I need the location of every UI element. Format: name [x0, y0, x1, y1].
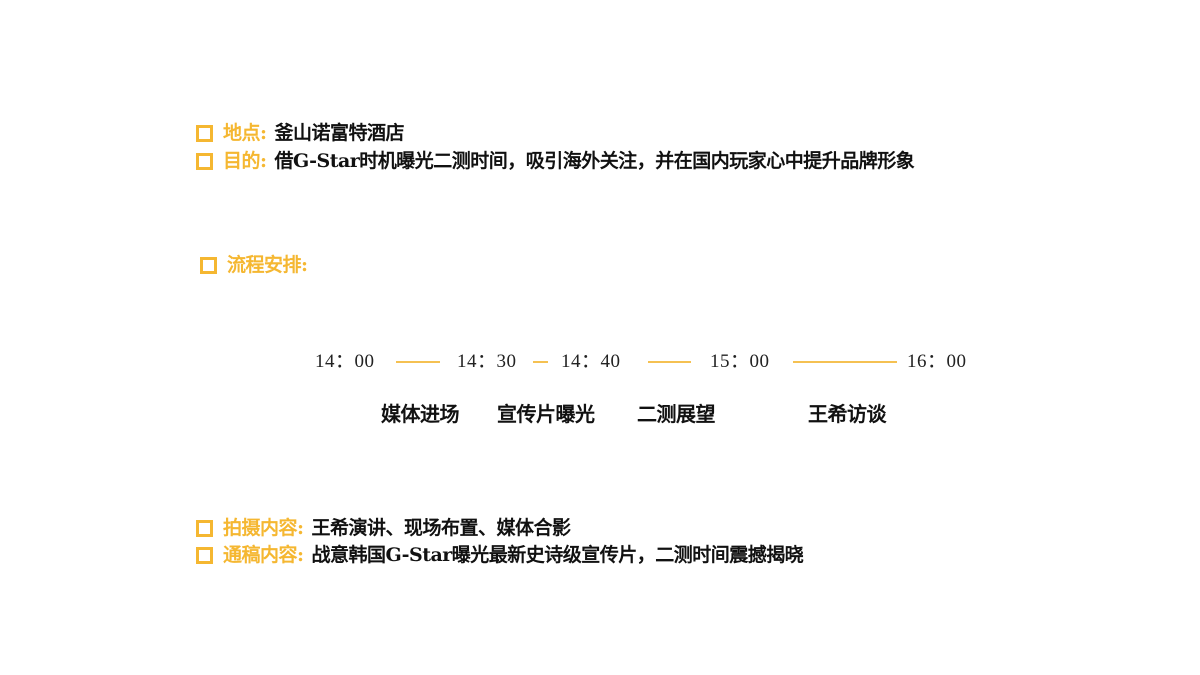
purpose-row: 目的: 借G-Star时机曝光二测时间，吸引海外关注，并在国内玩家心中提升品牌形…	[196, 148, 915, 174]
square-bullet-icon	[196, 124, 213, 142]
shooting-content-label: 拍摄内容:	[223, 517, 304, 539]
schedule-label: 流程安排:	[227, 254, 308, 276]
timeline-connector	[793, 361, 897, 363]
step-trailer-reveal: 宣传片曝光	[497, 402, 595, 426]
shooting-content-row: 拍摄内容: 王希演讲、现场布置、媒体合影	[196, 515, 571, 541]
square-bullet-icon	[196, 519, 213, 537]
location-row: 地点: 釜山诺富特酒店	[196, 120, 405, 146]
purpose-value: 借G-Star时机曝光二测时间，吸引海外关注，并在国内玩家心中提升品牌形象	[274, 150, 915, 172]
press-content-row: 通稿内容: 战意韩国G-Star曝光最新史诗级宣传片，二测时间震撼揭晓	[196, 542, 804, 568]
time-1430: 14：30	[457, 351, 517, 372]
schedule-heading: 流程安排:	[200, 252, 316, 278]
square-bullet-icon	[200, 256, 217, 274]
timeline-connector	[533, 361, 548, 363]
time-1600: 16：00	[907, 351, 967, 372]
shooting-content-value: 王希演讲、现场布置、媒体合影	[311, 517, 572, 539]
step-interview: 王希访谈	[808, 402, 887, 426]
press-content-value: 战意韩国G-Star曝光最新史诗级宣传片，二测时间震撼揭晓	[311, 544, 804, 566]
time-1440: 14：40	[561, 351, 621, 372]
purpose-label: 目的:	[223, 150, 267, 172]
step-second-test-outlook: 二测展望	[637, 402, 716, 426]
time-1400: 14：00	[315, 351, 375, 372]
time-1500: 15：00	[710, 351, 770, 372]
location-value: 釜山诺富特酒店	[274, 122, 405, 144]
square-bullet-icon	[196, 546, 213, 564]
timeline-connector	[396, 361, 440, 363]
timeline-connector	[648, 361, 691, 363]
square-bullet-icon	[196, 152, 213, 170]
press-content-label: 通稿内容:	[223, 544, 304, 566]
step-media-entry: 媒体进场	[381, 402, 460, 426]
location-label: 地点:	[223, 122, 267, 144]
